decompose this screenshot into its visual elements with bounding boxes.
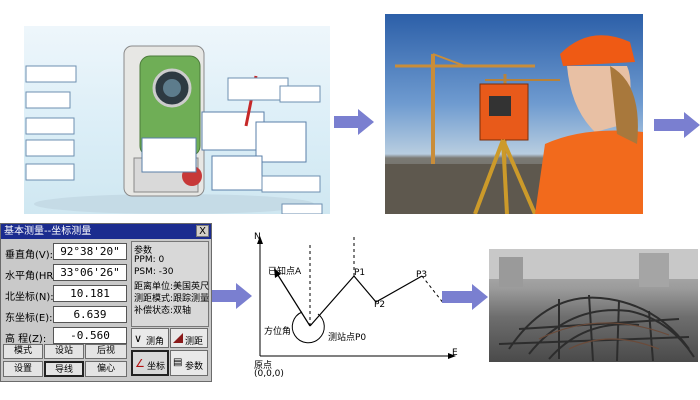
compensation-status: 补偿状态:双轴	[134, 306, 192, 316]
surveyor-illustration	[385, 35, 643, 214]
coordinate-icon: ∠	[135, 357, 145, 370]
construction-structure-photo	[489, 249, 698, 362]
east-coordinate-value: 6.639	[53, 306, 127, 323]
traverse-diagram-lines	[257, 236, 456, 359]
vertical-angle-label: 垂直角(V):	[5, 250, 54, 261]
elevation-value: -0.560	[53, 327, 127, 344]
flow-arrow	[212, 283, 252, 309]
known-point-label: 已知点A	[268, 267, 302, 277]
coordinate-measurement-dialog: 基本测量--坐标测量 X 垂直角(V): 92°38'20" 水平角(HR): …	[0, 223, 212, 382]
surveyor-photo	[385, 14, 643, 214]
ppm-value: PPM: 0	[134, 255, 165, 265]
distance-unit: 距离单位:美国英尺	[134, 282, 210, 292]
psm-value: PSM: -30	[134, 267, 174, 277]
distance-measure-button[interactable]: 测距	[170, 328, 208, 348]
north-coordinate-value: 10.181	[53, 285, 127, 302]
settings-button[interactable]: 设置	[3, 361, 43, 377]
steel-structure-illustration	[489, 249, 698, 362]
parameters-button[interactable]: ▤ 参数	[170, 350, 208, 376]
mode-button[interactable]: 模式	[3, 344, 43, 359]
distance-icon	[173, 333, 183, 343]
origin-coordinates: (0,0,0)	[254, 369, 284, 379]
ranging-mode: 测距模式:跟踪测量	[134, 294, 210, 304]
point-p1-label: P1	[354, 268, 366, 278]
coordinate-button[interactable]: ∠ 坐标	[131, 350, 169, 376]
flow-arrow	[654, 112, 700, 138]
flow-arrow	[442, 284, 488, 310]
station-point-label: 测站点P0	[328, 333, 367, 343]
total-station-illustration	[25, 45, 323, 214]
backsight-button[interactable]: 后视	[85, 344, 127, 359]
north-coordinate-label: 北坐标(N):	[5, 292, 54, 303]
point-p3-label: P3	[416, 270, 428, 280]
total-station-product-image	[24, 26, 330, 214]
offset-button[interactable]: 偏心	[85, 361, 127, 377]
azimuth-label: 方位角	[264, 327, 292, 337]
traverse-diagram: N E 已知点A P1 P2 P3 方位角 测站点P0 原点 (0,0,0)	[248, 232, 468, 380]
flow-arrow	[334, 109, 374, 135]
horizontal-angle-label: 水平角(HR):	[5, 271, 61, 282]
elevation-label: 高 程(Z):	[5, 334, 47, 345]
origin-label: 原点	[254, 361, 273, 371]
angle-icon: ∨	[134, 332, 143, 345]
east-axis-label: E	[452, 348, 458, 358]
parameters-panel: 参数 PPM: 0 PSM: -30 距离单位:美国英尺 测距模式:跟踪测量 补…	[131, 241, 209, 327]
dialog-titlebar: 基本测量--坐标测量 X	[1, 224, 211, 239]
printer-icon: ▤	[173, 357, 183, 368]
station-setup-button[interactable]: 设站	[44, 344, 84, 359]
angle-measure-button[interactable]: ∨ 测角	[131, 328, 169, 348]
point-p2-label: P2	[374, 300, 386, 310]
north-axis-label: N	[254, 232, 261, 242]
vertical-angle-value: 92°38'20"	[53, 243, 127, 260]
horizontal-angle-value: 33°06'26"	[53, 264, 127, 281]
traverse-button[interactable]: 导线	[44, 361, 84, 377]
parameters-heading: 参数	[134, 246, 153, 256]
close-button[interactable]: X	[196, 225, 209, 237]
dialog-title: 基本测量--坐标测量	[4, 226, 92, 237]
east-coordinate-label: 东坐标(E):	[5, 313, 53, 324]
